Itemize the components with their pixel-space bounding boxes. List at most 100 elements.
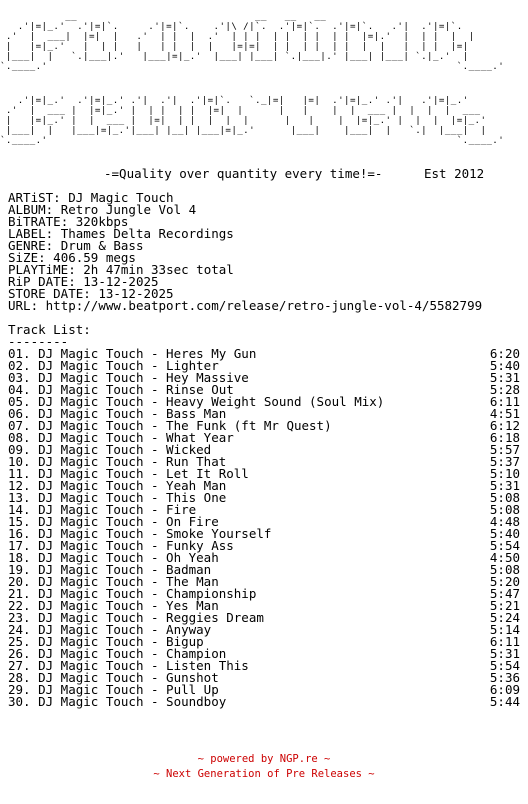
- track-length: 6:11: [489, 634, 520, 649]
- track-title: Badman: [166, 562, 212, 577]
- track-artist: DJ Magic Touch: [38, 406, 144, 421]
- tracklist-underline: --------: [8, 334, 69, 349]
- info-row: URL: http://www.beatport.com/release/ret…: [8, 298, 483, 313]
- track-number: 12.: [8, 478, 31, 493]
- track-number: 24.: [8, 622, 31, 637]
- track-artist: DJ Magic Touch: [38, 430, 144, 445]
- track-entry: 03. DJ Magic Touch - Hey Massive: [8, 370, 249, 385]
- track-length: 5:36: [489, 670, 520, 685]
- info-label: ARTiST: [8, 190, 54, 205]
- track-number: 20.: [8, 574, 31, 589]
- track-dash: -: [143, 466, 167, 481]
- track-length: 5:10: [489, 466, 520, 481]
- track-number: 11.: [8, 466, 31, 481]
- track-dash: -: [143, 478, 167, 493]
- track-title: Listen This: [166, 658, 249, 673]
- track-title: Run That: [166, 454, 227, 469]
- track-dash: -: [143, 346, 167, 361]
- track-artist: DJ Magic Touch: [38, 634, 144, 649]
- info-row: STORE DATE: 13-12-2025: [8, 286, 482, 301]
- info-row: ARTiST: DJ Magic Touch: [8, 190, 482, 205]
- track-artist: DJ Magic Touch: [38, 598, 144, 613]
- track-length: 5:40: [489, 526, 520, 541]
- track-space: [31, 694, 39, 709]
- track-artist: DJ Magic Touch: [38, 346, 144, 361]
- track-dash: -: [143, 538, 167, 553]
- info-separator: :: [83, 286, 99, 301]
- track-number: 05.: [8, 394, 31, 409]
- track-entry: 27. DJ Magic Touch - Listen This: [8, 658, 249, 673]
- tagline: -=Quality over quantity every time!=-: [104, 166, 383, 181]
- track-dash: -: [143, 502, 167, 517]
- track-length: 4:48: [489, 514, 520, 529]
- track-length: 5:08: [489, 562, 520, 577]
- info-row: PLAYTiME: 2h 47min 33sec total: [8, 263, 482, 276]
- track-length: 6:18: [489, 430, 520, 445]
- track-entry: 29. DJ Magic Touch - Pull Up: [8, 682, 219, 697]
- track-title: Soundboy: [166, 694, 227, 709]
- tracklist-header: Track List: --------: [8, 323, 91, 349]
- track-entry: 06. DJ Magic Touch - Bass Man: [8, 406, 226, 421]
- track-artist: DJ Magic Touch: [38, 562, 144, 577]
- track-length: 5:08: [489, 490, 520, 505]
- track-title: What Year: [166, 430, 234, 445]
- track-number: 13.: [8, 490, 31, 505]
- info-label: LABEL: [8, 226, 46, 241]
- track-number: 08.: [8, 430, 31, 445]
- track-dash: -: [143, 370, 167, 385]
- track-row: 28. DJ Magic Touch - Gunshot 5:36: [8, 670, 520, 685]
- track-title: Champion: [166, 646, 227, 661]
- track-row: 07. DJ Magic Touch - The Funk (ft Mr Que…: [8, 419, 520, 432]
- track-length: 5:44: [489, 694, 520, 709]
- track-title: Bigup: [166, 634, 204, 649]
- track-length: 5:31: [489, 646, 520, 661]
- track-row: 14. DJ Magic Touch - Fire 5:08: [8, 502, 520, 517]
- track-dash: -: [143, 658, 167, 673]
- track-artist: DJ Magic Touch: [38, 550, 144, 565]
- track-length: 5:08: [489, 502, 520, 517]
- track-dash: -: [143, 430, 167, 445]
- track-title: Fire: [166, 502, 197, 517]
- track-length: 5:21: [489, 598, 520, 613]
- info-row: GENRE: Drum & Bass: [8, 238, 482, 253]
- info-value: Drum & Bass: [60, 238, 144, 253]
- established-year: Est 2012: [424, 166, 485, 181]
- track-dash: -: [143, 682, 167, 697]
- info-label: SiZE: [8, 250, 39, 265]
- track-title: Heres My Gun: [166, 346, 257, 361]
- track-row: 08. DJ Magic Touch - What Year 6:18: [8, 430, 520, 445]
- info-label: STORE DATE: [8, 286, 84, 301]
- track-entry: 01. DJ Magic Touch - Heres My Gun: [8, 346, 257, 361]
- track-title: Heavy Weight Sound (Soul Mix): [166, 394, 385, 409]
- track-entry: 28. DJ Magic Touch - Gunshot: [8, 671, 219, 684]
- track-title: Smoke Yourself: [166, 526, 272, 541]
- info-value: DJ Magic Touch: [68, 190, 174, 205]
- track-dash: -: [143, 514, 167, 529]
- track-number: 18.: [8, 550, 31, 565]
- track-artist: DJ Magic Touch: [38, 514, 144, 529]
- track-number: 14.: [8, 502, 31, 517]
- track-artist: DJ Magic Touch: [38, 358, 144, 373]
- track-dash: -: [143, 406, 167, 421]
- track-entry: 12. DJ Magic Touch - Yeah Man: [8, 478, 226, 493]
- track-title: Let It Roll: [166, 466, 249, 481]
- track-length: 5:54: [489, 538, 520, 553]
- track-length: 5:57: [489, 442, 520, 457]
- track-artist: DJ Magic Touch: [38, 646, 144, 661]
- track-artist: DJ Magic Touch: [38, 502, 144, 517]
- track-artist: DJ Magic Touch: [38, 610, 144, 625]
- info-value[interactable]: http://www.beatport.com/release/retro-ju…: [45, 298, 483, 313]
